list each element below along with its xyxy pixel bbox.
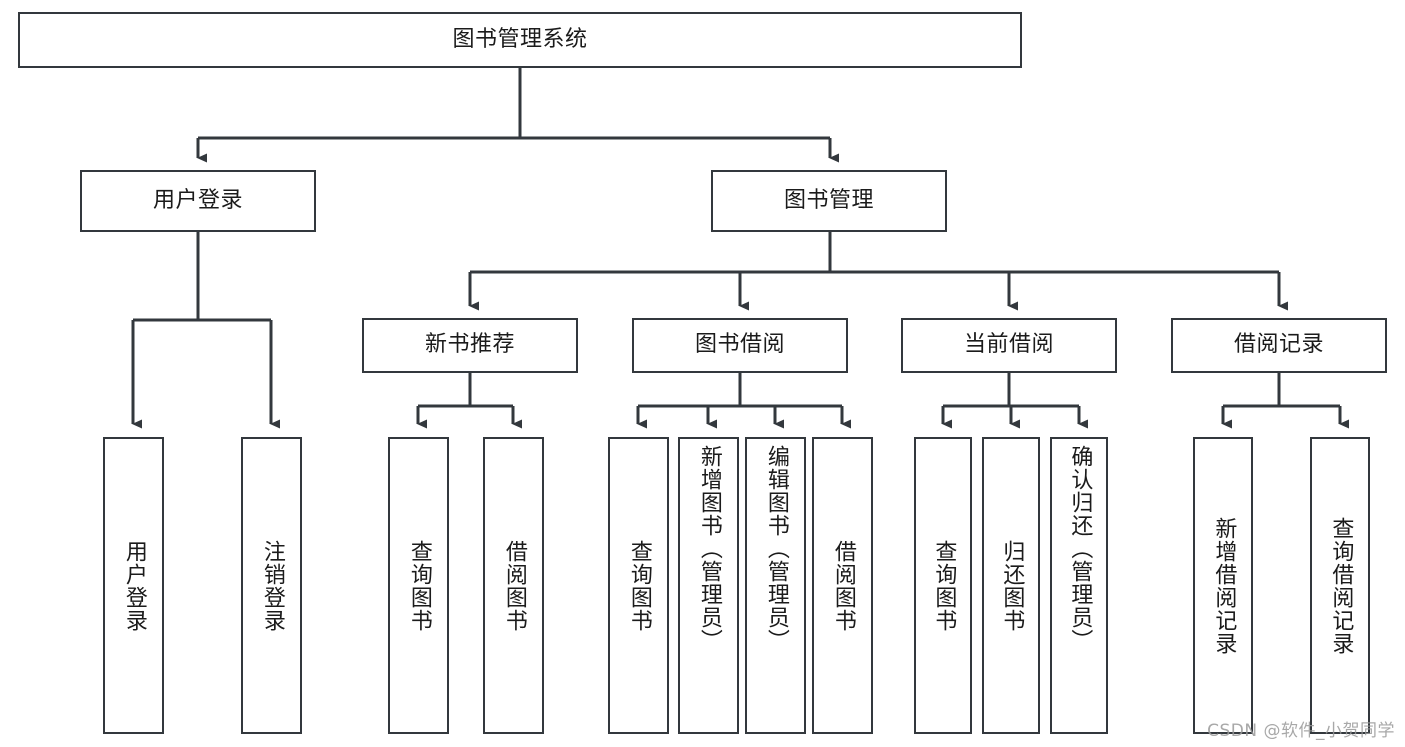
node-book-management-label: 图书管理: [783, 187, 874, 213]
leaf-query-borrow-record[interactable]: 查询借阅记录: [1310, 437, 1370, 734]
leaf-borrow-book-newbook[interactable]: 借阅图书: [483, 437, 544, 734]
node-borrow-record-label: 借阅记录: [1233, 332, 1324, 358]
node-root[interactable]: 图书管理系统: [18, 12, 1022, 68]
node-user-login[interactable]: 用户登录: [80, 170, 316, 232]
watermark: CSDN @软件_小贺同学: [1207, 721, 1395, 741]
leaf-add-borrow-record-label: 新增借阅记录: [1211, 516, 1237, 655]
leaf-query-book-current-label: 查询图书: [931, 539, 957, 632]
leaf-confirm-return-admin[interactable]: 确认归还（管理员）: [1050, 437, 1108, 734]
node-book-management[interactable]: 图书管理: [711, 170, 947, 232]
leaf-borrow-book-borrow-label: 借阅图书: [830, 539, 856, 632]
leaf-borrow-book-borrow[interactable]: 借阅图书: [812, 437, 873, 734]
node-book-borrow[interactable]: 图书借阅: [632, 318, 848, 373]
node-new-book-recommend-label: 新书推荐: [424, 332, 515, 358]
node-user-login-label: 用户登录: [152, 187, 243, 213]
leaf-query-book-newbook-label: 查询图书: [406, 539, 432, 632]
node-book-borrow-label: 图书借阅: [694, 332, 785, 358]
leaf-add-book-admin-label: 新增图书（管理员）: [696, 445, 722, 652]
node-new-book-recommend[interactable]: 新书推荐: [362, 318, 578, 373]
leaf-borrow-book-newbook-label: 借阅图书: [501, 539, 527, 632]
leaf-logout[interactable]: 注销登录: [241, 437, 302, 734]
leaf-return-book[interactable]: 归还图书: [982, 437, 1040, 734]
leaf-confirm-return-admin-label: 确认归还（管理员）: [1067, 445, 1093, 652]
leaf-add-borrow-record[interactable]: 新增借阅记录: [1193, 437, 1253, 734]
node-current-borrow[interactable]: 当前借阅: [901, 318, 1117, 373]
leaf-edit-book-admin[interactable]: 编辑图书（管理员）: [745, 437, 806, 734]
leaf-user-login-label: 用户登录: [121, 539, 147, 632]
leaf-query-borrow-record-label: 查询借阅记录: [1328, 516, 1354, 655]
node-root-label: 图书管理系统: [452, 26, 588, 52]
leaf-query-book-current[interactable]: 查询图书: [914, 437, 972, 734]
leaf-logout-label: 注销登录: [259, 539, 285, 632]
leaf-add-book-admin[interactable]: 新增图书（管理员）: [678, 437, 739, 734]
leaf-query-book-newbook[interactable]: 查询图书: [388, 437, 449, 734]
leaf-edit-book-admin-label: 编辑图书（管理员）: [763, 445, 789, 652]
leaf-query-book-borrow-label: 查询图书: [626, 539, 652, 632]
leaf-return-book-label: 归还图书: [999, 539, 1025, 632]
leaf-query-book-borrow[interactable]: 查询图书: [608, 437, 669, 734]
node-borrow-record[interactable]: 借阅记录: [1171, 318, 1387, 373]
node-current-borrow-label: 当前借阅: [963, 332, 1054, 358]
leaf-user-login[interactable]: 用户登录: [103, 437, 164, 734]
